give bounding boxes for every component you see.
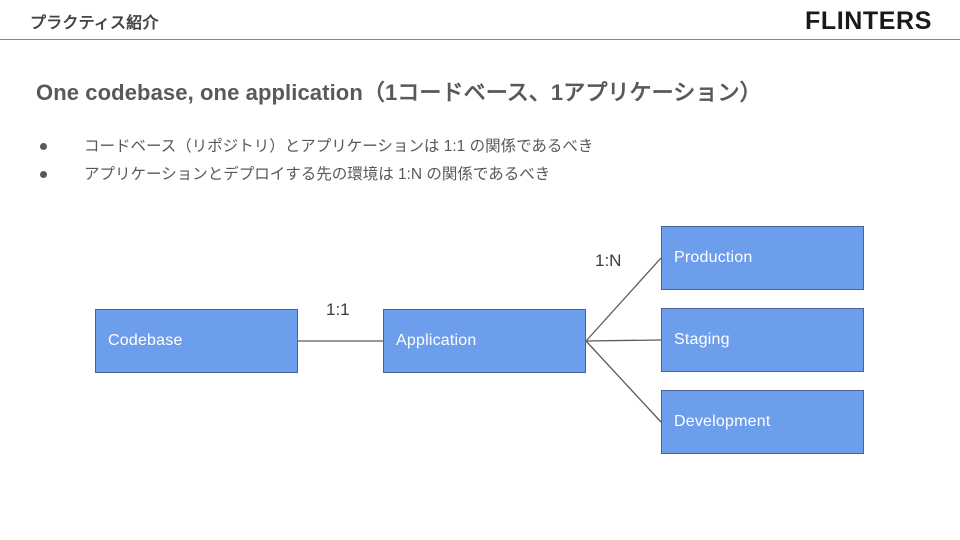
- edge-label-one-to-n: 1:N: [595, 251, 622, 270]
- list-item: アプリケーションとデプロイする先の環境は 1:N の関係であるべき: [40, 162, 900, 190]
- brand-logo: FLINTERS: [804, 7, 932, 35]
- bullet-list: コードベース（リポジトリ）とアプリケーションは 1:1 の関係であるべき アプリ…: [40, 134, 900, 190]
- slide-header: プラクティス紹介 FLINTERS: [0, 0, 960, 41]
- header-divider: [0, 39, 960, 40]
- connector-application-production: [585, 257, 662, 342]
- diagram-node-label: Codebase: [108, 332, 183, 349]
- diagram-node-codebase[interactable]: Codebase: [95, 309, 298, 373]
- bullet-dot-icon: [40, 171, 47, 178]
- diagram-node-label: Production: [674, 249, 753, 266]
- diagram-node-staging[interactable]: Staging: [661, 308, 864, 372]
- bullet-dot-icon: [40, 143, 47, 150]
- diagram-node-label: Application: [396, 332, 477, 349]
- list-item-label: コードベース（リポジトリ）とアプリケーションは 1:1 の関係であるべき: [84, 138, 594, 155]
- list-item: コードベース（リポジトリ）とアプリケーションは 1:1 の関係であるべき: [40, 134, 900, 162]
- diagram-node-development[interactable]: Development: [661, 390, 864, 454]
- list-item-label: アプリケーションとデプロイする先の環境は 1:N の関係であるべき: [84, 166, 551, 183]
- diagram-node-label: Development: [674, 413, 771, 430]
- diagram-node-application[interactable]: Application: [383, 309, 586, 373]
- page-title: プラクティス紹介: [30, 15, 159, 32]
- edge-label-one-to-one: 1:1: [326, 300, 350, 319]
- connector-application-development: [585, 340, 662, 423]
- slide-heading: One codebase, one application（1コードベース、1ア…: [36, 80, 762, 105]
- diagram-node-label: Staging: [674, 331, 730, 348]
- diagram-node-production[interactable]: Production: [661, 226, 864, 290]
- connector-application-staging: [585, 339, 662, 342]
